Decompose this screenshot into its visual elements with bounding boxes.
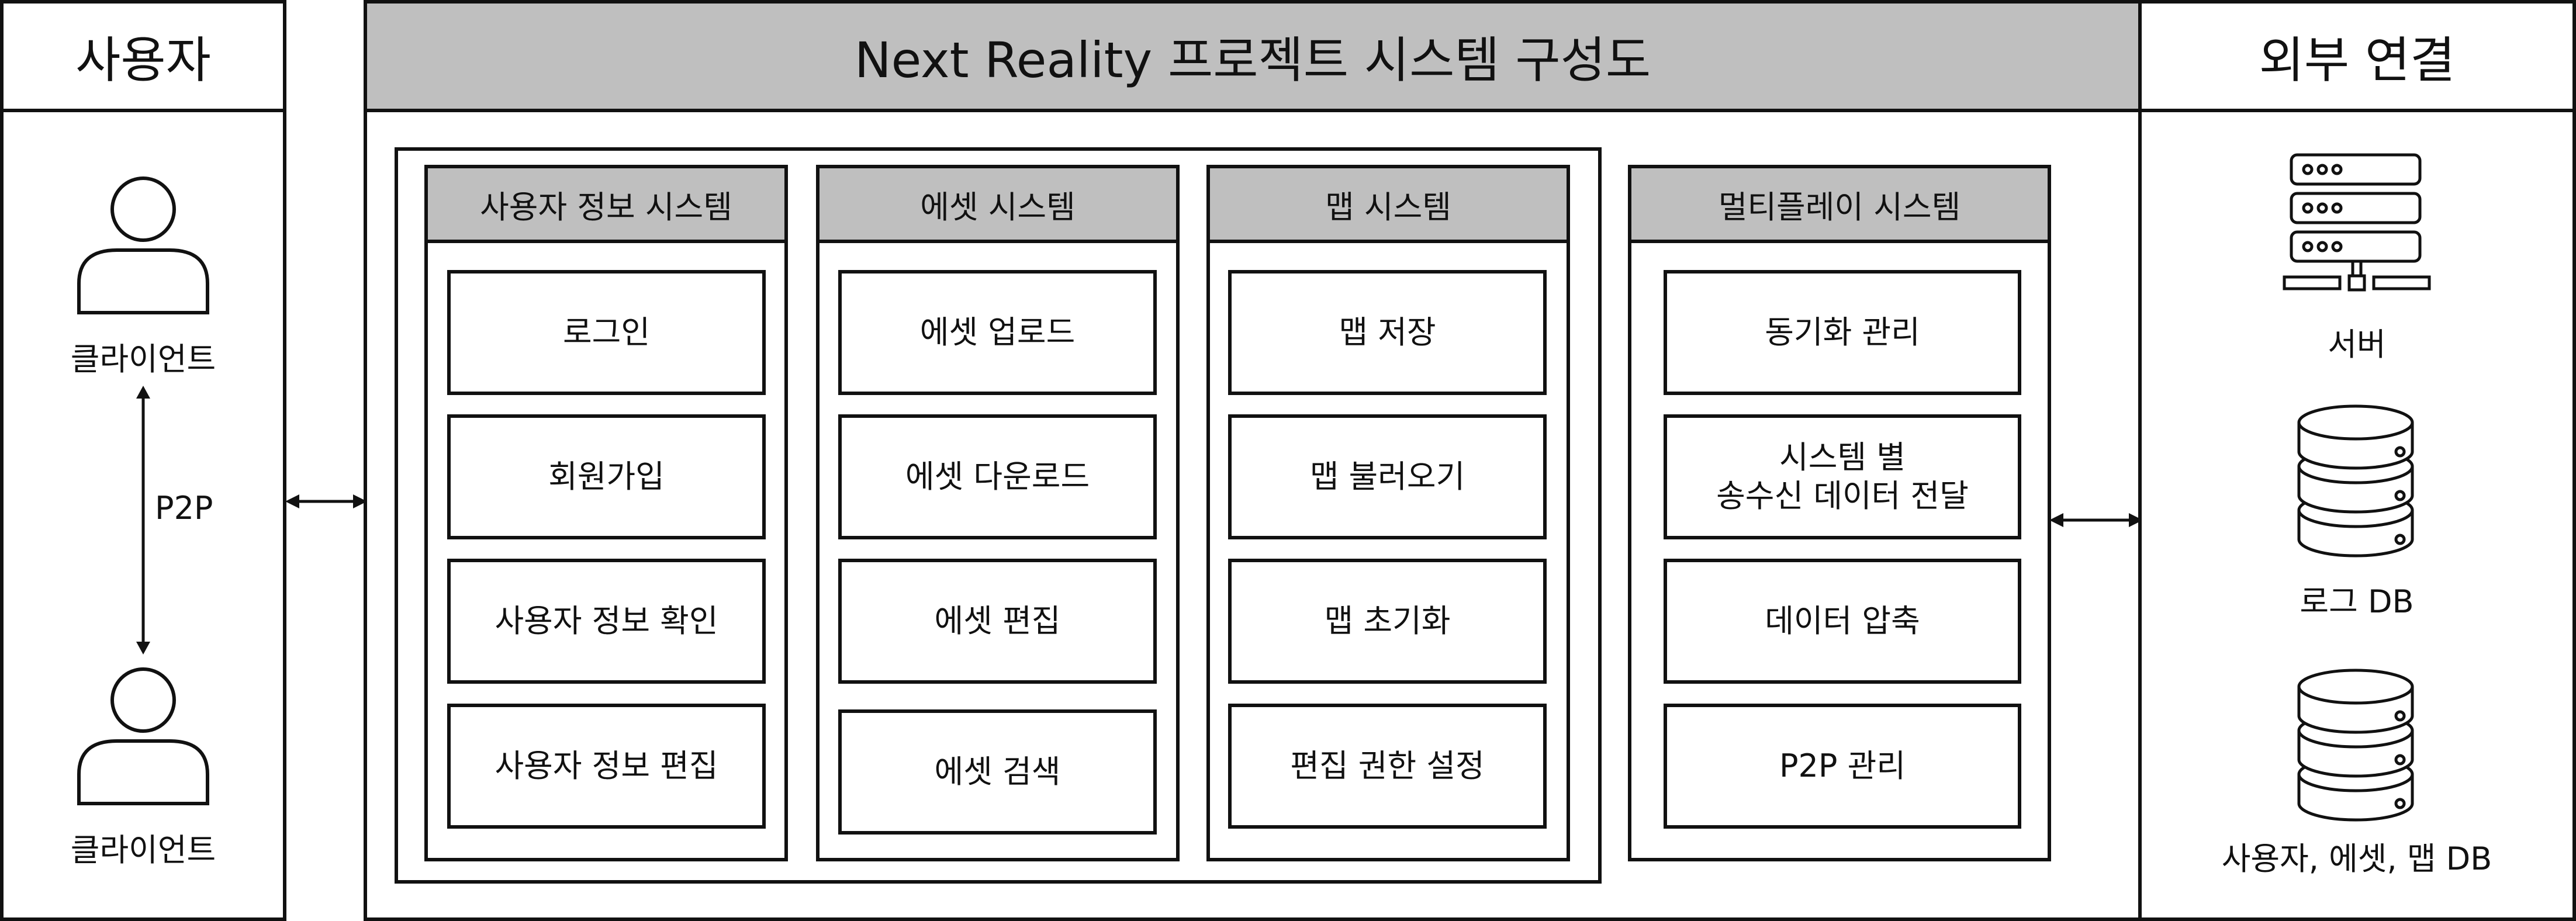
item-data-transfer: 시스템 별 송수신 데이터 전달 bbox=[1664, 414, 2021, 539]
log-db-label: 로그 DB bbox=[2300, 583, 2414, 620]
user-asset-map-db-label: 사용자, 에셋, 맵 DB bbox=[2221, 840, 2492, 877]
server-icon bbox=[2283, 153, 2431, 292]
system-map-title: 맵 시스템 bbox=[1210, 168, 1567, 243]
system-asset-title: 에셋 시스템 bbox=[820, 168, 1176, 243]
item-user-info-edit: 사용자 정보 편집 bbox=[447, 704, 766, 829]
item-asset-edit: 에셋 편집 bbox=[838, 559, 1157, 684]
item-map-save: 맵 저장 bbox=[1228, 270, 1547, 395]
database-icon bbox=[2297, 669, 2414, 822]
item-map-load: 맵 불러오기 bbox=[1228, 414, 1547, 539]
item-asset-search: 에셋 검색 bbox=[838, 709, 1157, 835]
item-asset-upload: 에셋 업로드 bbox=[838, 270, 1157, 395]
item-map-permission: 편집 권한 설정 bbox=[1228, 704, 1547, 829]
user-icon bbox=[77, 176, 209, 314]
client-top-label: 클라이언트 bbox=[70, 341, 216, 378]
system-multiplay-title: 멀티플레이 시스템 bbox=[1631, 168, 2048, 243]
user-panel-title: 사용자 bbox=[75, 31, 211, 89]
connection-arrow-right bbox=[2049, 513, 2143, 527]
item-data-compress: 데이터 압축 bbox=[1664, 559, 2021, 684]
main-panel-header: Next Reality 프로젝트 시스템 구성도 bbox=[367, 4, 2138, 112]
user-panel-header: 사용자 bbox=[4, 4, 283, 112]
item-p2p-manage: P2P 관리 bbox=[1664, 704, 2021, 829]
p2p-label: P2P bbox=[155, 490, 213, 527]
item-sync-manage: 동기화 관리 bbox=[1664, 270, 2021, 395]
item-login: 로그인 bbox=[447, 270, 766, 395]
user-icon bbox=[77, 667, 209, 805]
external-panel-header: 외부 연결 bbox=[2142, 4, 2572, 112]
external-panel-title: 외부 연결 bbox=[2259, 31, 2456, 89]
item-asset-download: 에셋 다운로드 bbox=[838, 414, 1157, 539]
item-user-info-view: 사용자 정보 확인 bbox=[447, 559, 766, 684]
page-title: Next Reality 프로젝트 시스템 구성도 bbox=[854, 31, 1651, 89]
client-bottom-label: 클라이언트 bbox=[70, 832, 216, 868]
database-icon bbox=[2297, 404, 2414, 558]
item-map-reset: 맵 초기화 bbox=[1228, 559, 1547, 684]
server-label: 서버 bbox=[2328, 326, 2386, 363]
system-user-info-title: 사용자 정보 시스템 bbox=[428, 168, 784, 243]
connection-arrow-left bbox=[285, 494, 367, 508]
item-signup: 회원가입 bbox=[447, 414, 766, 539]
p2p-arrow bbox=[136, 386, 150, 655]
